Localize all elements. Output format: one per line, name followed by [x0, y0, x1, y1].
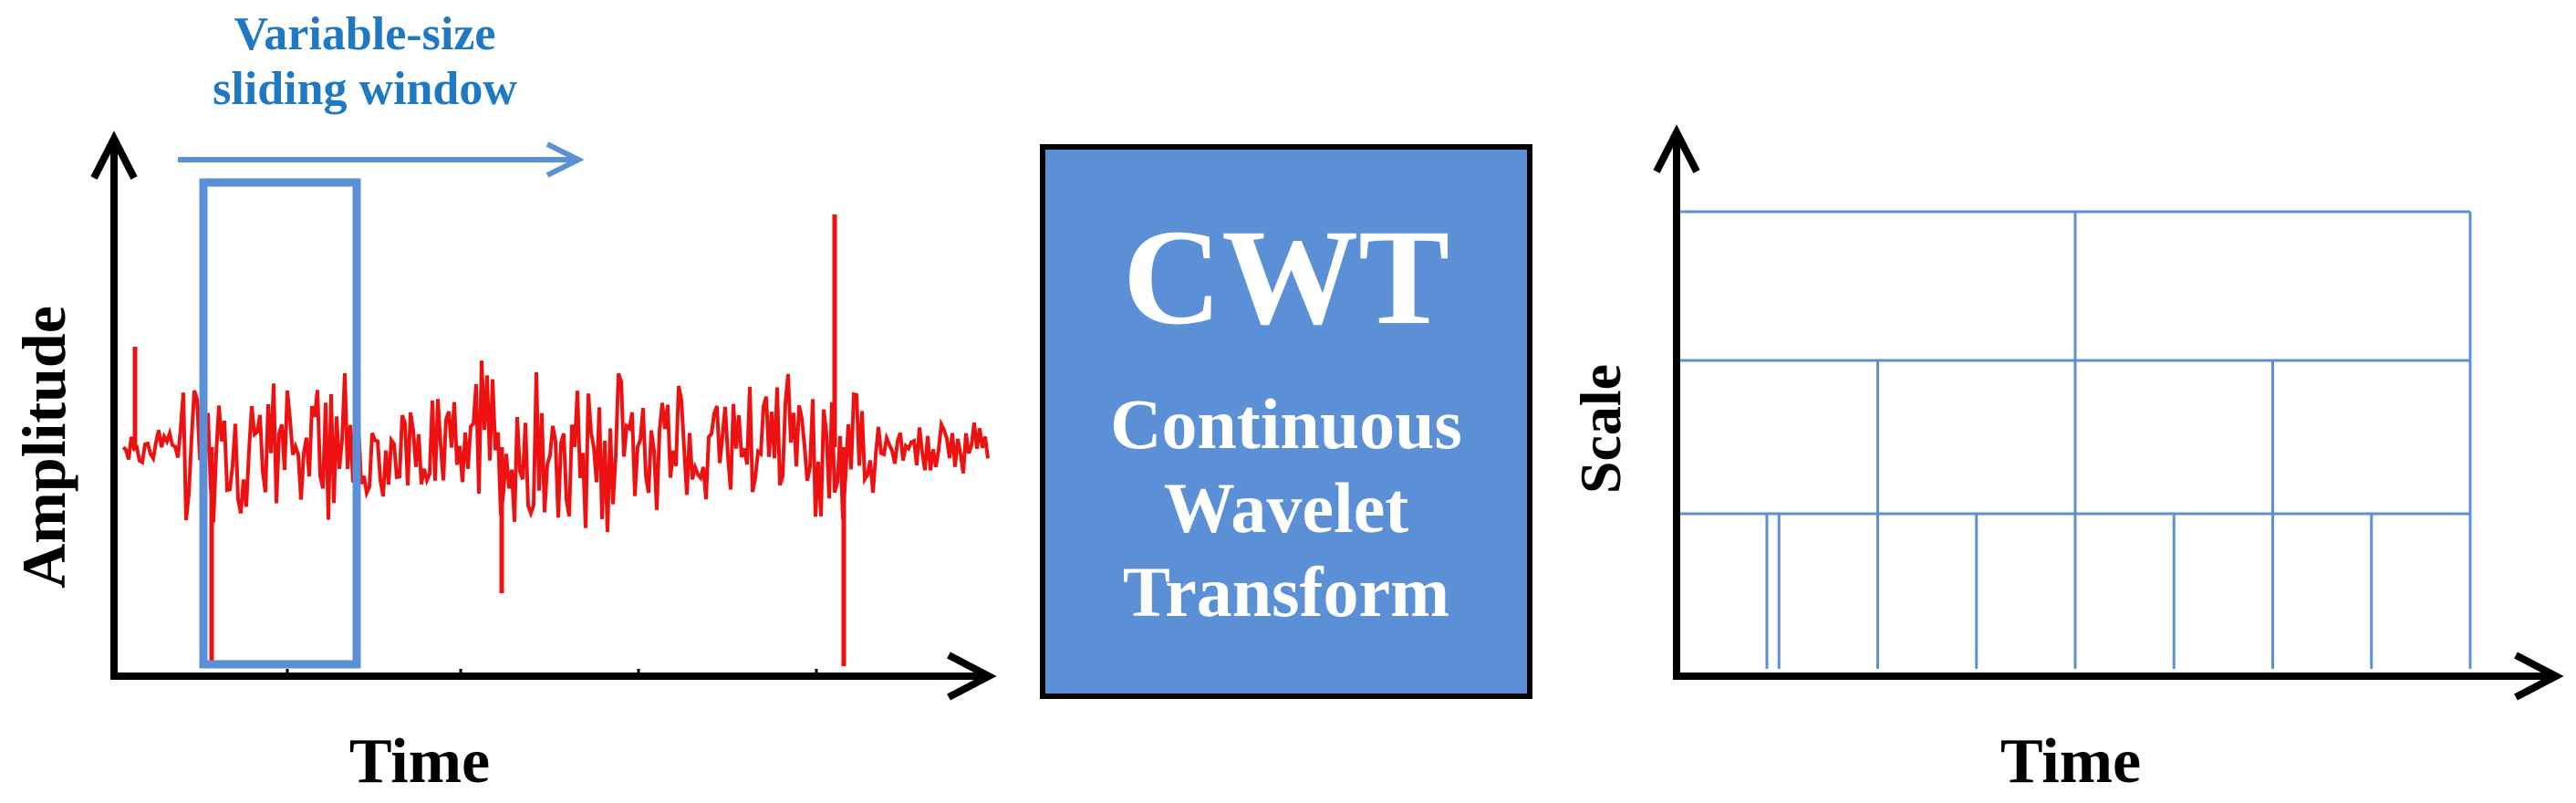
- cwt-subtitle-line-1: Continuous: [1110, 384, 1462, 464]
- signal-waveform: [121, 360, 990, 533]
- right-y-axis-arrowhead: [1653, 124, 1700, 173]
- right-axes: [1653, 124, 2564, 701]
- cwt-subtitle-line-2: Wavelet: [1163, 468, 1409, 548]
- cwt-box: CWT Continuous Wavelet Transform: [1040, 144, 1532, 699]
- sliding-window-label: Variable-size sliding window: [155, 7, 575, 117]
- cwt-subtitle-line-3: Transform: [1122, 552, 1450, 631]
- left-time-axis-label: Time: [348, 726, 491, 797]
- amplitude-axis-label: Amplitude: [9, 306, 78, 589]
- right-time-axis-label: Time: [2000, 726, 2142, 797]
- scale-axis-label: Scale: [1568, 363, 1633, 495]
- sliding-direction-arrow: [178, 141, 585, 178]
- sliding-window-rect: [199, 178, 361, 669]
- sliding-window-label-line-2: sliding window: [213, 63, 517, 115]
- left-axes: [90, 130, 997, 701]
- right-x-axis-arrowhead: [2514, 652, 2564, 701]
- scale-time-grid: [1680, 210, 2472, 669]
- left-x-ticks: [286, 669, 818, 676]
- sliding-window-label-line-1: Variable-size: [234, 8, 496, 60]
- left-y-axis-arrowhead: [90, 130, 138, 180]
- left-x-axis-arrowhead: [947, 652, 997, 701]
- cwt-title: CWT: [1122, 202, 1450, 353]
- cwt-subtitle: Continuous Wavelet Transform: [1045, 382, 1527, 634]
